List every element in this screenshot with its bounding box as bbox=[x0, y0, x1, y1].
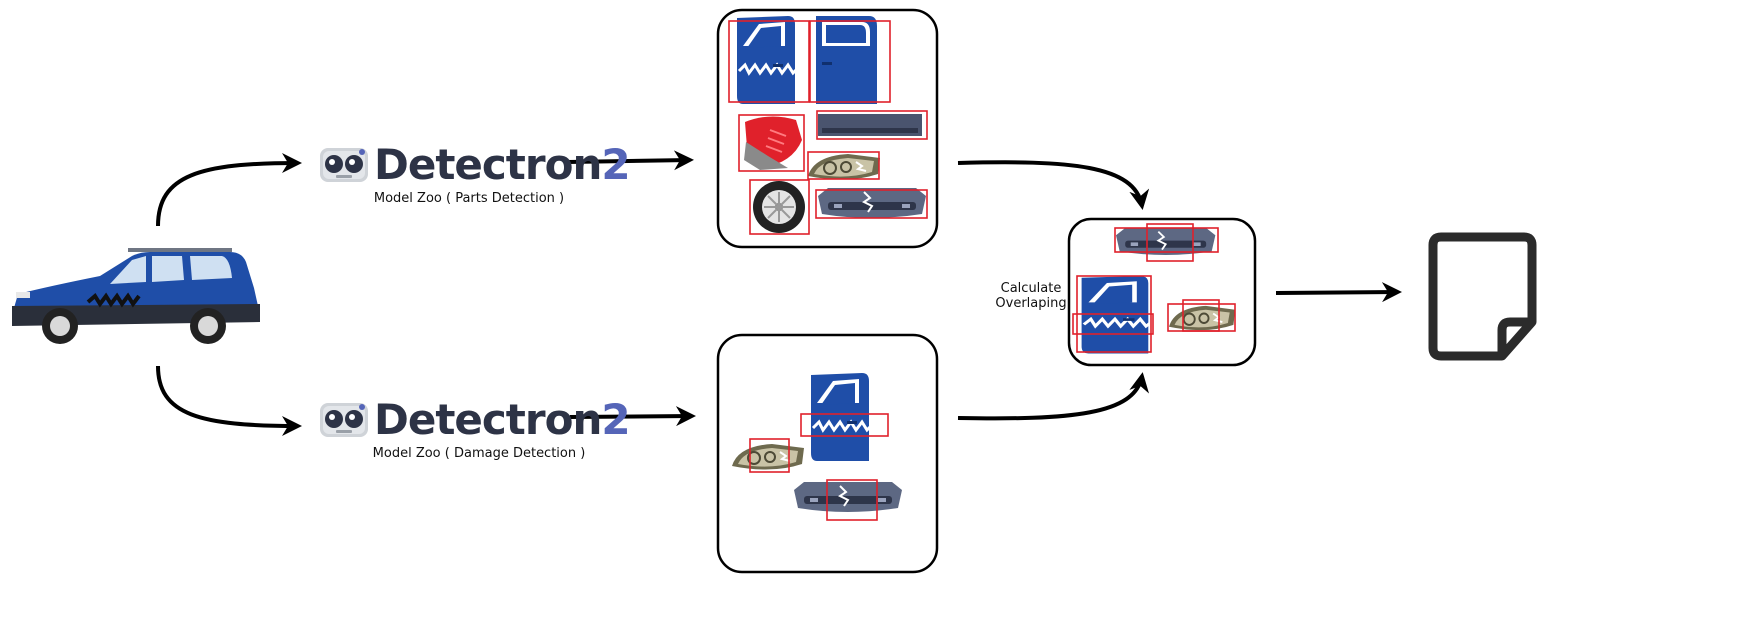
arrow-parts-to-results bbox=[567, 150, 694, 171]
parts-detection-caption: Model Zoo ( Parts Detection ) bbox=[374, 191, 564, 206]
part-headlight bbox=[807, 151, 881, 181]
detectron-robot-icon bbox=[320, 403, 368, 437]
car-icon bbox=[12, 248, 260, 344]
svg-text:Detectron2: Detectron2 bbox=[374, 395, 630, 444]
part-fender bbox=[738, 114, 805, 172]
part-front-door bbox=[728, 14, 810, 106]
part-front-bumper bbox=[815, 187, 928, 219]
detectron-logo-damage: Detectron2 bbox=[320, 395, 631, 444]
calculate-overlap-caption-line2: Overlaping bbox=[995, 296, 1066, 311]
branch-arrow-damage bbox=[156, 365, 302, 436]
part-wheel bbox=[749, 179, 810, 235]
branch-arrow-parts bbox=[156, 153, 302, 227]
detectron-brand-name: Detectron bbox=[374, 140, 601, 189]
overlap-front-bumper bbox=[1114, 223, 1219, 262]
damaged-front-door bbox=[800, 371, 889, 463]
overlap-headlight bbox=[1167, 299, 1237, 332]
arrow-damage-to-results bbox=[569, 406, 696, 427]
parts-detection-panel bbox=[716, 8, 939, 249]
detectron-brand-name: Detectron bbox=[374, 395, 601, 444]
detectron-robot-icon bbox=[320, 148, 368, 182]
overlap-front-door bbox=[1072, 274, 1154, 356]
overlap-panel bbox=[1067, 217, 1257, 367]
arrow-damage-to-merge bbox=[957, 372, 1149, 421]
arrow-merge-to-output bbox=[1275, 282, 1402, 303]
detectron-logo-parts: Detectron2 bbox=[320, 140, 631, 189]
damage-detection-caption: Model Zoo ( Damage Detection ) bbox=[373, 446, 586, 461]
arrow-parts-to-merge bbox=[957, 160, 1150, 210]
calculate-overlap-caption-line1: Calculate bbox=[1001, 281, 1062, 296]
part-rear-door bbox=[809, 16, 891, 104]
damage-detection-panel bbox=[716, 333, 939, 574]
detectron-brand-suffix: 2 bbox=[601, 395, 629, 444]
detectron-brand-suffix: 2 bbox=[601, 140, 629, 189]
damaged-headlight bbox=[731, 438, 805, 473]
svg-text:Detectron2: Detectron2 bbox=[374, 140, 630, 189]
document-icon bbox=[1428, 232, 1537, 361]
damaged-front-bumper bbox=[793, 479, 903, 521]
part-rear-bumper bbox=[816, 110, 928, 140]
